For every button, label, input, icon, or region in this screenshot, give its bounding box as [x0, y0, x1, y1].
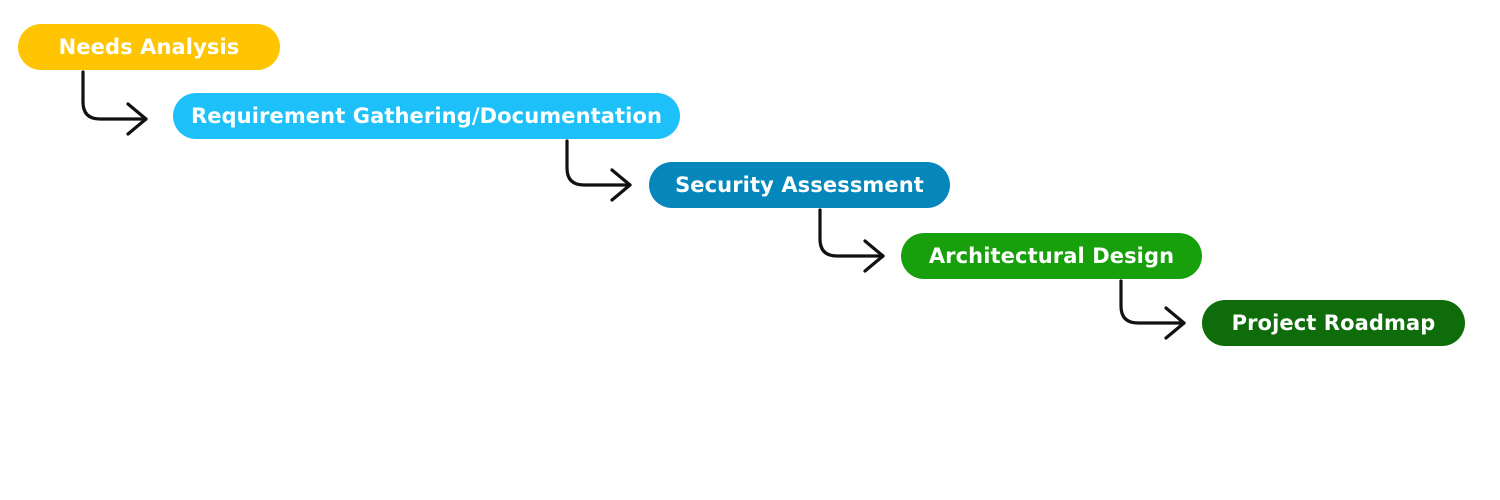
step-label: Architectural Design — [928, 244, 1175, 268]
step-label: Needs Analysis — [58, 35, 240, 59]
step-needs-analysis: Needs Analysis — [18, 24, 280, 70]
connector-arrow-1 — [81, 70, 148, 136]
connector-arrow-3 — [818, 208, 885, 273]
step-label: Project Roadmap — [1231, 311, 1436, 335]
step-label: Requirement Gathering/Documentation — [190, 104, 663, 128]
step-project-roadmap: Project Roadmap — [1202, 300, 1465, 346]
connector-arrow-4 — [1119, 279, 1186, 340]
step-security-assessment: Security Assessment — [649, 162, 950, 208]
step-architectural-design: Architectural Design — [901, 233, 1202, 279]
step-requirement-gathering: Requirement Gathering/Documentation — [173, 93, 680, 139]
connector-arrow-2 — [565, 139, 632, 202]
step-label: Security Assessment — [675, 173, 924, 197]
